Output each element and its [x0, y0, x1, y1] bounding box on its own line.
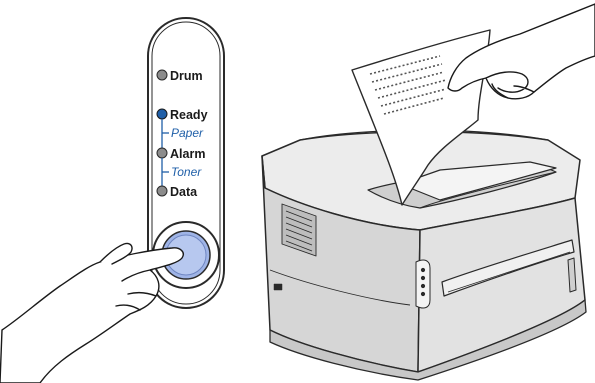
toner-label: Toner: [171, 165, 202, 179]
data-led-icon: [157, 186, 167, 196]
paper-label: Paper: [171, 126, 204, 140]
data-label: Data: [170, 185, 198, 199]
drum-led-icon: [157, 70, 167, 80]
printer-led-strip: [416, 260, 430, 308]
ready-label: Ready: [170, 108, 208, 122]
alarm-led-icon: [157, 148, 167, 158]
drum-label: Drum: [170, 69, 203, 83]
hand-pressing-icon: [0, 243, 183, 383]
ready-led-icon: [157, 109, 167, 119]
brand-badge: [274, 284, 282, 290]
alarm-label: Alarm: [170, 147, 205, 161]
